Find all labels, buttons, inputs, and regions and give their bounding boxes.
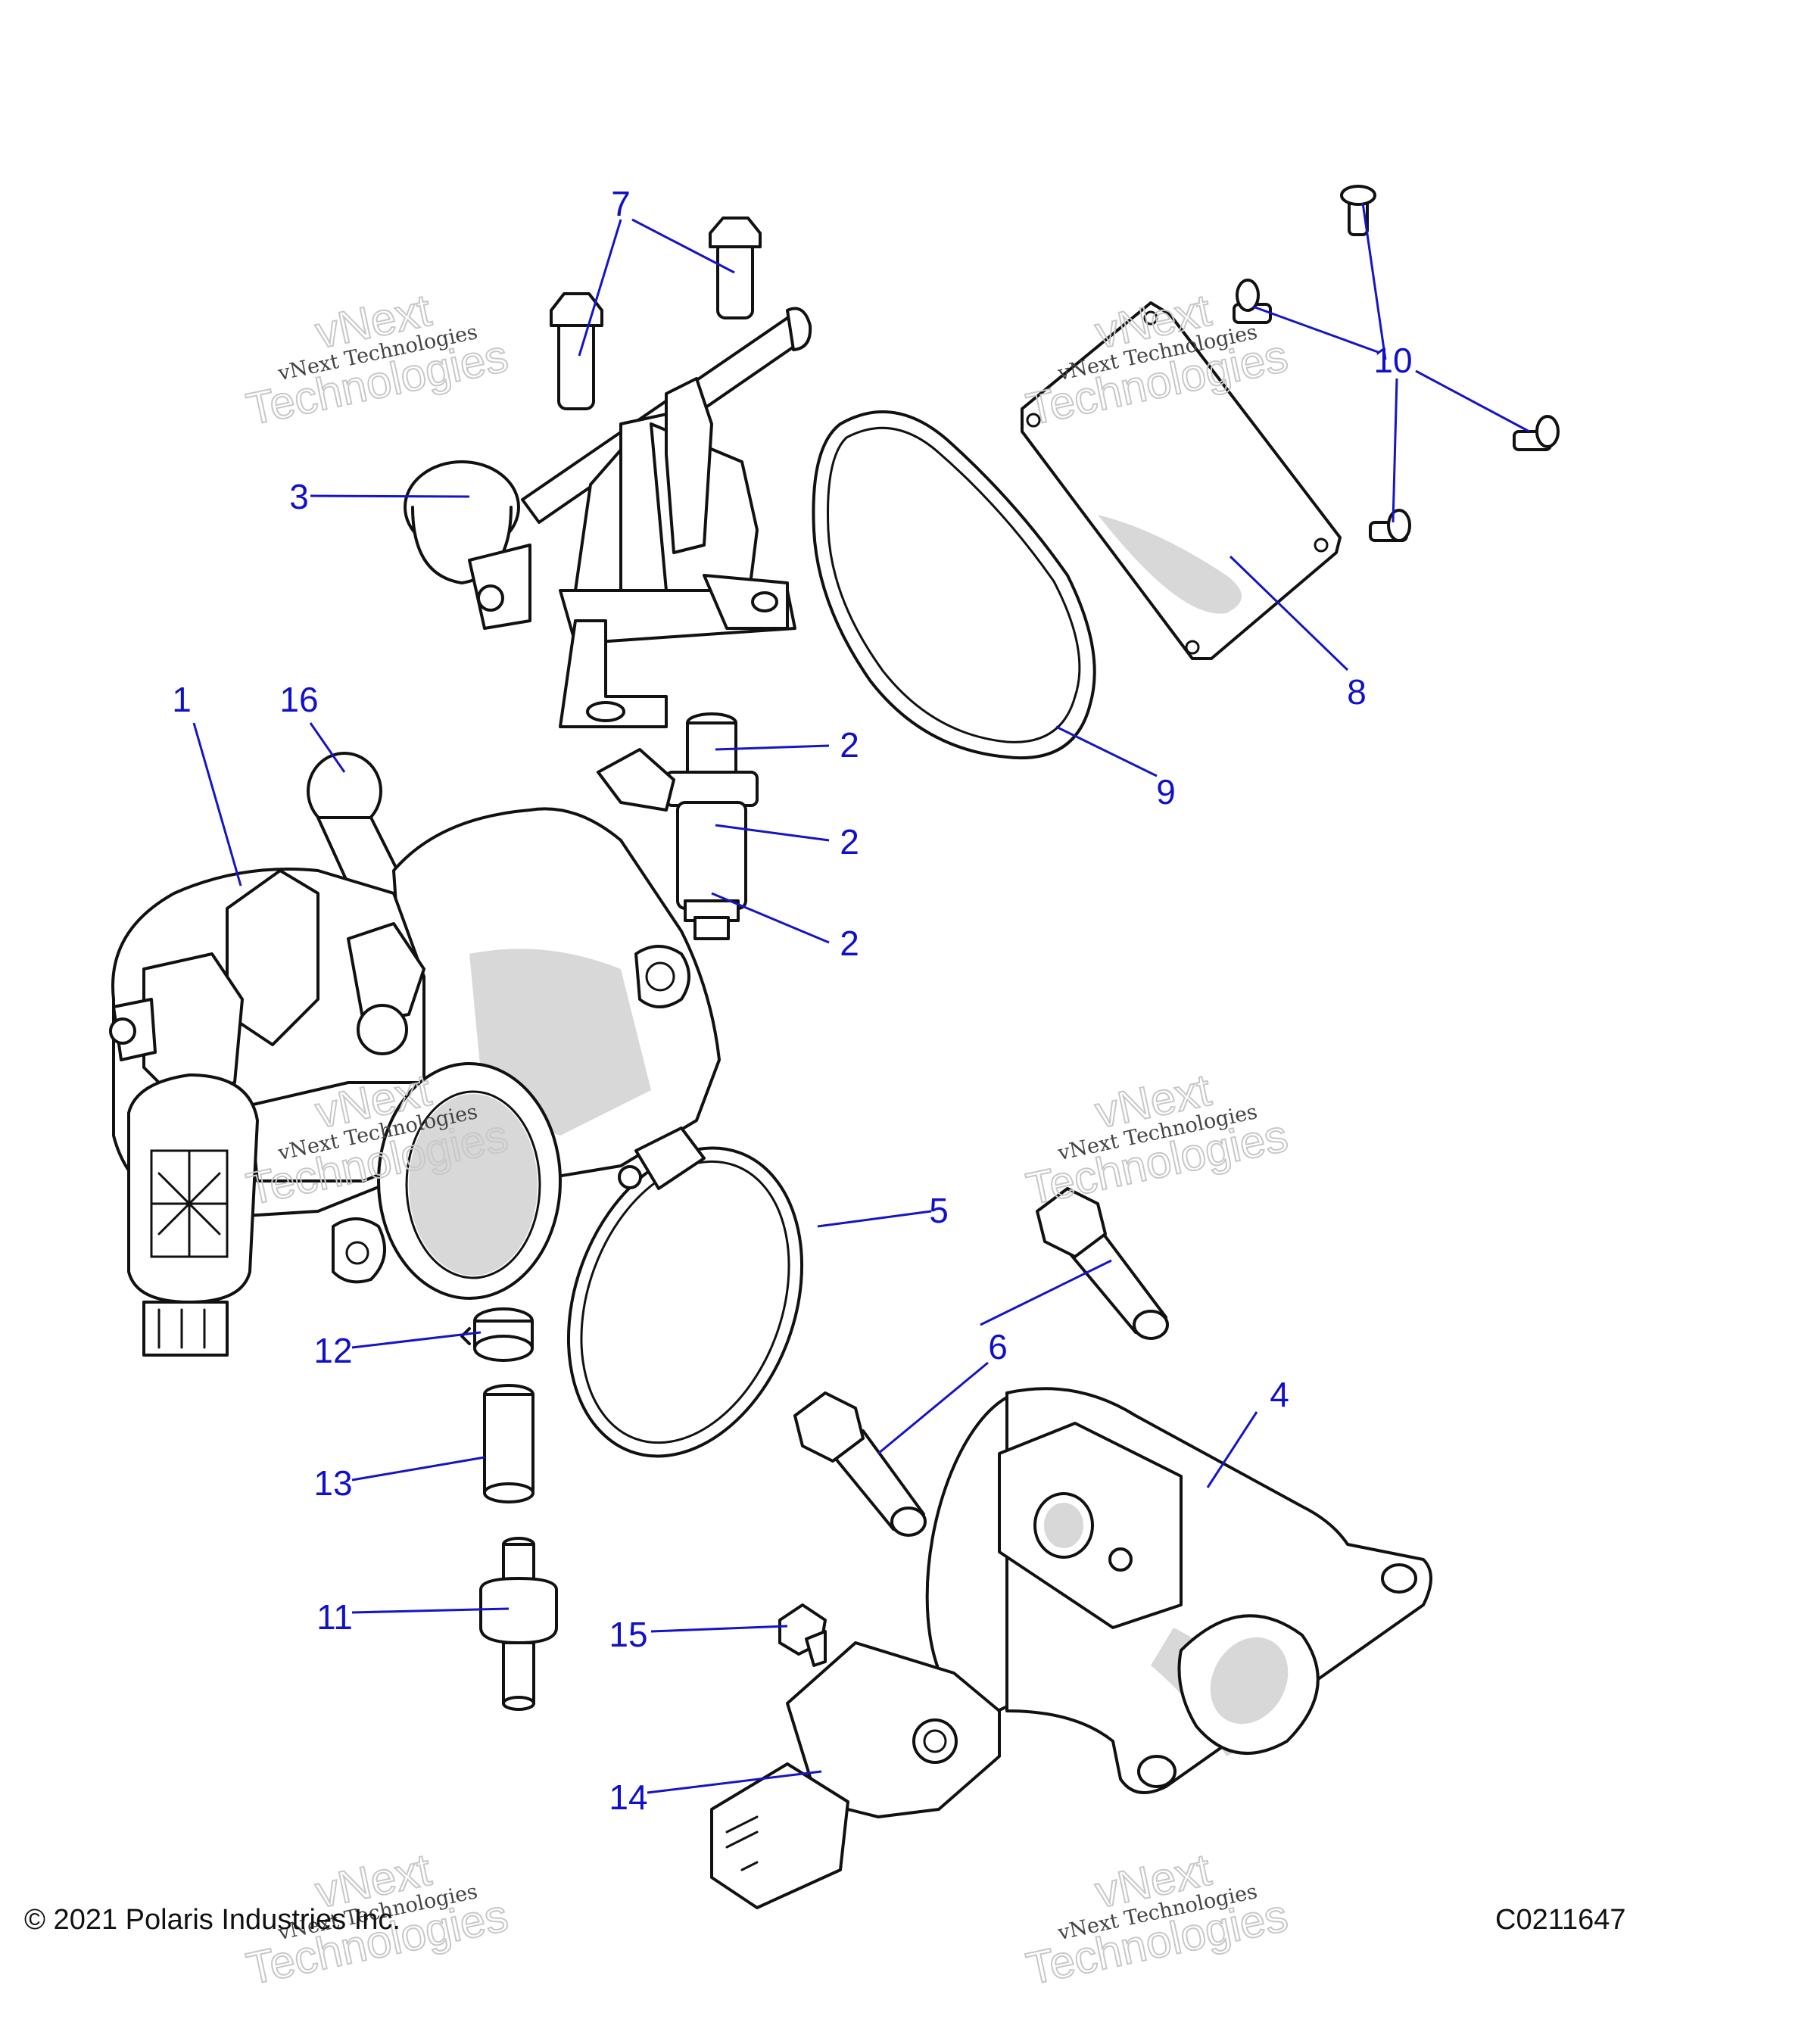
part-injector-2 bbox=[597, 712, 759, 940]
callout-2b: 2 bbox=[840, 822, 859, 862]
callout-7: 7 bbox=[611, 184, 631, 223]
part-fuel-rail-3 bbox=[404, 307, 812, 728]
part-screw-10a bbox=[1340, 185, 1376, 236]
part-intake-elbow-4 bbox=[925, 1387, 1432, 1794]
callout-1: 1 bbox=[172, 680, 192, 719]
watermark-bottom-right: vNext Technologies vNext Technologies bbox=[1021, 1843, 1293, 1996]
part-hose-13 bbox=[483, 1384, 535, 1503]
callout-numbers: 1 2 2 2 3 4 5 6 7 8 9 10 11 12 13 14 15 … bbox=[172, 184, 1412, 1817]
part-bolt-7a bbox=[550, 292, 603, 410]
callout-3: 3 bbox=[289, 477, 309, 516]
callout-2c: 2 bbox=[840, 924, 859, 963]
part-bolt-6a bbox=[1036, 1187, 1169, 1340]
part-screw-15 bbox=[778, 1603, 827, 1667]
part-screw-10b bbox=[1233, 279, 1272, 324]
part-sensor-16 bbox=[307, 752, 410, 902]
callout-10: 10 bbox=[1373, 341, 1412, 380]
callout-6: 6 bbox=[988, 1327, 1008, 1366]
part-small-clamp-12 bbox=[460, 1307, 534, 1362]
watermark-mid-right: vNext Technologies vNext Technologies bbox=[1021, 1064, 1293, 1216]
part-map-sensor-14 bbox=[710, 1641, 1001, 1909]
callout-4: 4 bbox=[1270, 1375, 1289, 1414]
part-screw-10c bbox=[1513, 415, 1560, 451]
part-screw-10d bbox=[1369, 509, 1411, 542]
part-bolt-7b bbox=[709, 217, 762, 319]
callout-9: 9 bbox=[1156, 772, 1176, 812]
callout-11: 11 bbox=[316, 1597, 353, 1637]
part-gasket-9 bbox=[812, 410, 1096, 760]
part-cover-8 bbox=[1021, 301, 1342, 660]
callout-16: 16 bbox=[279, 680, 318, 719]
leader-lines bbox=[192, 202, 1530, 1794]
callout-5: 5 bbox=[929, 1191, 949, 1230]
callout-8: 8 bbox=[1347, 672, 1367, 712]
copyright-text: © 2021 Polaris Industries Inc. bbox=[24, 1904, 400, 1936]
part-throttle-body-1 bbox=[109, 807, 721, 1357]
part-bolt-6b bbox=[793, 1391, 927, 1537]
callout-2a: 2 bbox=[840, 725, 859, 765]
callout-13: 13 bbox=[313, 1463, 352, 1503]
callout-12: 12 bbox=[313, 1331, 352, 1370]
part-valve-11 bbox=[479, 1537, 558, 1711]
callout-14: 14 bbox=[609, 1778, 647, 1817]
part-clamp-5 bbox=[566, 1126, 804, 1458]
watermark-top-left: vNext Technologies vNext Technologies bbox=[242, 284, 513, 436]
diagram-code: C0211647 bbox=[1495, 1904, 1626, 1936]
callout-15: 15 bbox=[609, 1615, 647, 1654]
